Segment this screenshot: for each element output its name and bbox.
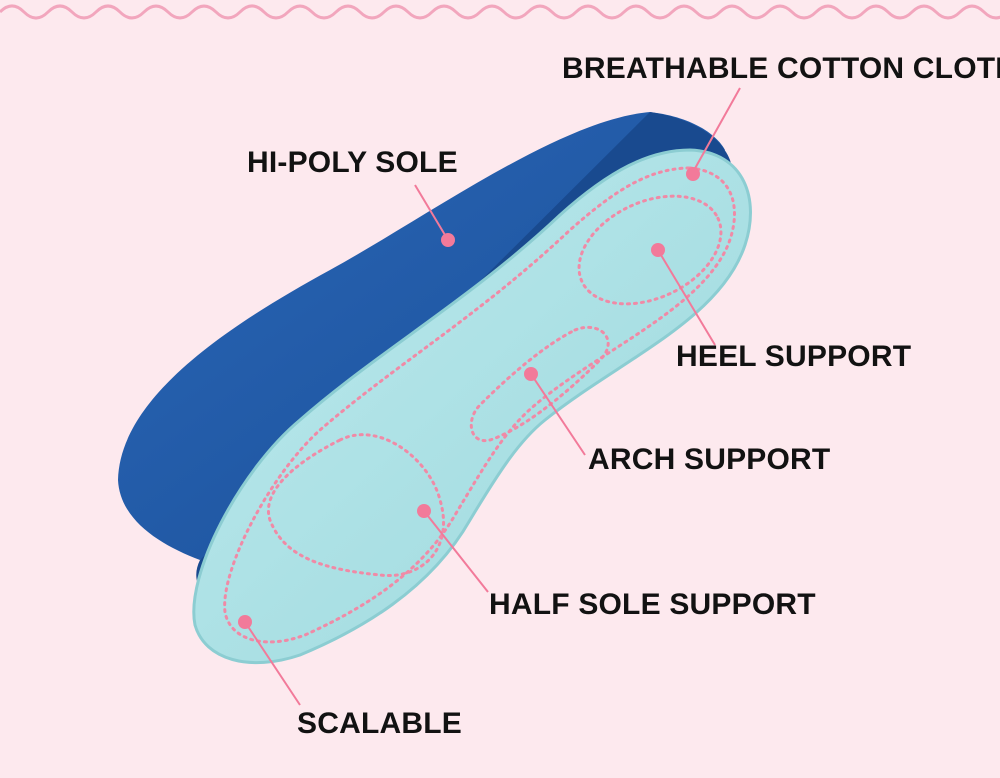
stitch-outline [223,166,736,644]
label-breathable-cotton-cloth: BREATHABLE COTTON CLOTH [562,52,1000,85]
forefoot-stitch [267,433,446,578]
leader-breathable [692,87,741,173]
wave-border [0,4,1000,20]
dot-scalable [238,615,252,629]
label-heel-support: HEEL SUPPORT [676,340,912,373]
dot-breathable [686,167,700,181]
leader-arch [530,373,586,456]
leader-half-sole [423,510,489,593]
mint-insole [192,148,752,665]
dot-arch [524,367,538,381]
heel-stitch [577,194,723,306]
leader-hi-poly [414,184,449,241]
label-scalable: SCALABLE [297,707,462,740]
dot-heel [651,243,665,257]
label-hi-poly-sole: HI-POLY SOLE [247,146,458,179]
label-half-sole-support: HALF SOLE SUPPORT [489,588,816,621]
dot-hi-poly [441,233,455,247]
label-arch-support: ARCH SUPPORT [588,443,831,476]
leader-scalable [244,621,301,706]
dot-half-sole [417,504,431,518]
arch-stitch [469,325,610,443]
leader-heel [657,249,716,346]
